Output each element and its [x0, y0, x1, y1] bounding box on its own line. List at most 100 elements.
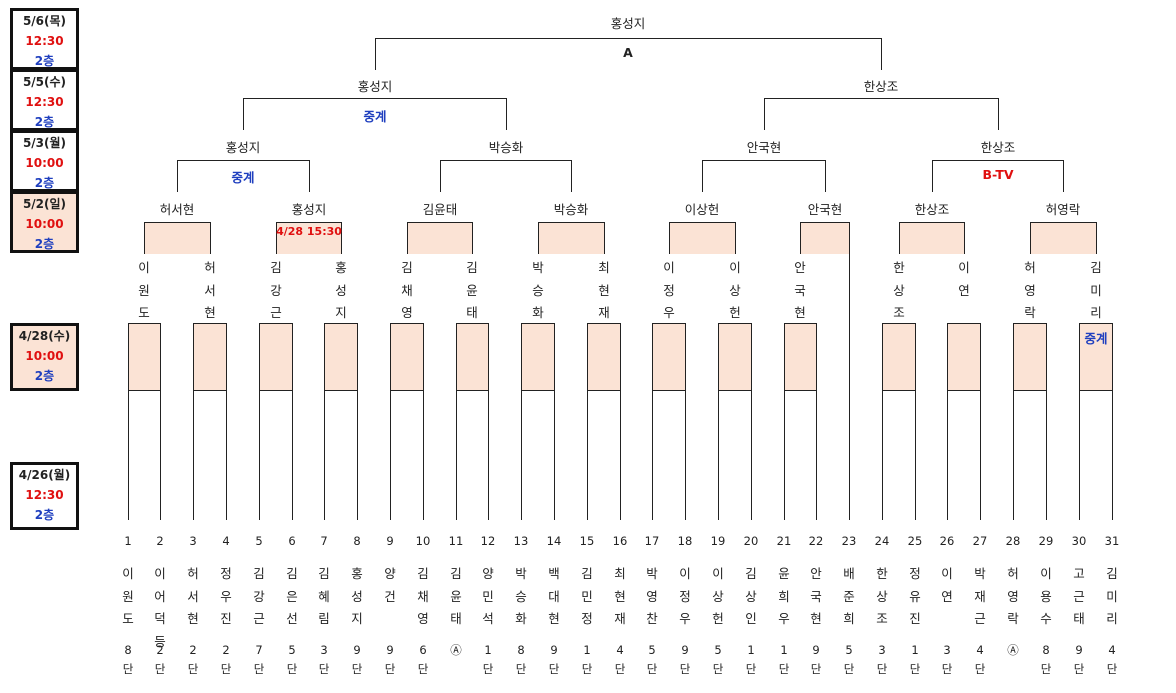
bracket-line — [177, 160, 310, 161]
player-name: 홍성지 — [351, 566, 363, 626]
match-box-r32 — [1079, 323, 1113, 391]
bracket-line — [324, 323, 325, 520]
round32-name: 이상헌 — [729, 260, 741, 320]
round32-name: 한상조 — [893, 260, 905, 320]
player-rank: 9단 — [548, 643, 560, 676]
bracket-line — [1112, 323, 1113, 520]
bracket-line — [764, 98, 999, 99]
semifinal-winner: 한상조 — [863, 79, 899, 94]
bracket-line — [440, 160, 441, 192]
bracket-line — [407, 222, 408, 254]
round32-name: 이정우 — [663, 260, 675, 320]
match-box-r32 — [652, 323, 686, 391]
bracket-line — [587, 323, 588, 520]
player-number: 14 — [546, 534, 562, 548]
bracket-line — [554, 323, 555, 520]
bracket-line — [825, 160, 826, 192]
schedule-date: 5/5(수) — [22, 75, 67, 89]
player-rank: Ⓐ — [1007, 643, 1019, 657]
bracket-line — [669, 222, 670, 254]
player-rank: 2단 — [187, 643, 199, 676]
player-number: 1 — [124, 534, 132, 548]
bracket-line — [276, 222, 277, 254]
player-name: 한상조 — [876, 566, 888, 626]
player-number: 19 — [710, 534, 726, 548]
schedule-floor: 2층 — [34, 237, 55, 251]
player-number: 28 — [1005, 534, 1021, 548]
bracket-line — [1030, 222, 1031, 254]
player-name: 박영찬 — [646, 566, 658, 626]
player-number: 6 — [288, 534, 296, 548]
bracket-line — [800, 222, 801, 254]
bracket-line — [375, 38, 882, 39]
quarterfinal-note: B-TV — [982, 167, 1014, 182]
bracket-line — [764, 98, 765, 130]
bracket-line — [932, 160, 1064, 161]
player-rank: 9단 — [351, 643, 363, 676]
round32-name: 안국현 — [794, 260, 806, 320]
player-number: 5 — [255, 534, 263, 548]
player-rank: 1단 — [581, 643, 593, 676]
round32-name: 김미리 — [1090, 260, 1102, 320]
round16-winner: 홍성지 — [291, 202, 327, 217]
player-name: 김미리 — [1106, 566, 1118, 626]
player-rank: 3단 — [318, 643, 330, 676]
player-number: 18 — [677, 534, 693, 548]
bracket-line — [998, 98, 999, 130]
bracket-line — [1096, 222, 1097, 254]
match-box-r32 — [587, 323, 621, 391]
player-name: 김강근 — [253, 566, 265, 626]
bracket-line — [1013, 323, 1014, 520]
bracket-line — [488, 323, 489, 520]
player-number: 9 — [386, 534, 394, 548]
player-number: 4 — [222, 534, 230, 548]
round32-name: 김채영 — [401, 260, 413, 320]
match-box-r32 — [128, 323, 161, 391]
schedule-floor: 2층 — [34, 369, 55, 383]
player-rank: Ⓐ — [450, 643, 462, 657]
player-name: 배준희 — [843, 566, 855, 626]
player-rank: 3단 — [941, 643, 953, 676]
player-name: 박재근 — [974, 566, 986, 626]
quarterfinal-winner: 홍성지 — [225, 140, 261, 155]
bracket-line — [620, 323, 621, 520]
bracket-line — [702, 160, 826, 161]
player-number: 23 — [841, 534, 857, 548]
bracket-line — [685, 323, 686, 520]
bracket-line — [440, 160, 572, 161]
final-mark: A — [623, 45, 633, 60]
player-number: 27 — [972, 534, 988, 548]
bracket-line — [210, 222, 211, 254]
bracket-line — [177, 160, 178, 192]
player-rank: 4단 — [1106, 643, 1118, 676]
round16-winner: 허영락 — [1045, 202, 1081, 217]
player-name: 이용수 — [1040, 566, 1052, 626]
player-rank: 4단 — [974, 643, 986, 676]
schedule-date: 4/26(월) — [18, 468, 71, 482]
round16-winner: 김윤태 — [422, 202, 458, 217]
player-rank: 9단 — [384, 643, 396, 676]
bracket-line — [456, 323, 457, 520]
match-box-r32 — [324, 323, 358, 391]
bracket-line — [521, 323, 522, 520]
bracket-line — [1063, 160, 1064, 192]
match-box-r16 — [800, 222, 850, 254]
player-name: 이어덕등 — [154, 566, 166, 649]
quarterfinal-winner: 안국현 — [746, 140, 782, 155]
player-name: 이정우 — [679, 566, 691, 626]
player-number: 11 — [448, 534, 464, 548]
round32-note: 중계 — [1084, 331, 1108, 346]
bracket-line — [506, 98, 507, 130]
schedule-time: 12:30 — [25, 34, 64, 48]
quarterfinal-note: 중계 — [231, 170, 255, 185]
player-rank: 9단 — [1073, 643, 1085, 676]
schedule-floor: 2층 — [34, 115, 55, 129]
schedule-floor: 2층 — [34, 508, 55, 522]
bracket-line — [292, 323, 293, 520]
bracket-line — [652, 323, 653, 520]
player-rank: 9단 — [679, 643, 691, 676]
player-number: 3 — [189, 534, 197, 548]
